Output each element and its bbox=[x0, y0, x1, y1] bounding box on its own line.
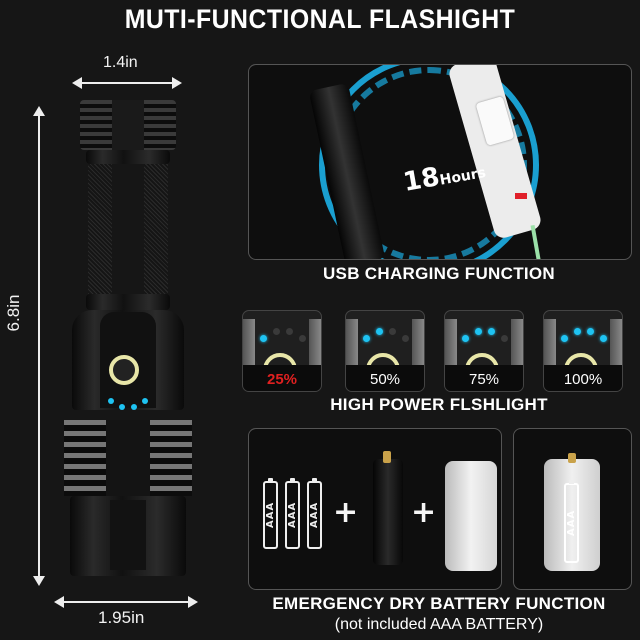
plus-icon: + bbox=[411, 495, 437, 530]
indicator-dot bbox=[131, 404, 137, 410]
indicator-dot bbox=[108, 398, 114, 404]
charging-cable bbox=[530, 224, 542, 259]
base-width-arrow bbox=[54, 596, 198, 608]
head-width-label: 1.4in bbox=[103, 54, 138, 71]
power-level-50: 50% bbox=[345, 310, 425, 392]
head-width-arrow bbox=[72, 77, 182, 89]
power-level-row: 25% 50% 75% 100% bbox=[242, 310, 632, 394]
aaa-battery-icon: AAA bbox=[564, 480, 579, 563]
usb-charging-panel: 18Hours bbox=[248, 64, 632, 260]
power-button bbox=[109, 355, 139, 385]
battery-note: (not included AAA BATTERY) bbox=[334, 616, 544, 633]
battery-label: EMERGENCY DRY BATTERY FUNCTION bbox=[272, 594, 606, 613]
aaa-battery-icon: AAA bbox=[307, 478, 322, 549]
flashlight-image bbox=[60, 100, 200, 590]
battery-parts-panel: AAA AAA AAA + + bbox=[248, 428, 502, 590]
indicator-dot bbox=[142, 398, 148, 404]
plus-icon: + bbox=[333, 495, 359, 530]
power-switch bbox=[515, 193, 527, 199]
length-label: 6.8in bbox=[4, 294, 23, 332]
page-title: MUTI-FUNCTIONAL FLASHIGHT bbox=[124, 4, 516, 34]
power-level-100: 100% bbox=[543, 310, 623, 392]
indicator-dot bbox=[119, 404, 125, 410]
aaa-battery-icon: AAA bbox=[285, 478, 300, 549]
battery-holder bbox=[373, 459, 403, 565]
clock-dial bbox=[319, 65, 539, 259]
assembled-battery-panel: AAA bbox=[513, 428, 632, 590]
power-levels-label: HIGH POWER FLSHLIGHT bbox=[330, 395, 548, 414]
battery-tube bbox=[445, 461, 497, 571]
aaa-battery-icon: AAA bbox=[263, 478, 278, 549]
power-level-25: 25% bbox=[242, 310, 322, 392]
power-level-75: 75% bbox=[444, 310, 524, 392]
usb-charging-label: USB CHARGING FUNCTION bbox=[322, 264, 555, 283]
assembled-battery bbox=[544, 459, 600, 571]
length-arrow bbox=[33, 106, 45, 586]
base-width-label: 1.95in bbox=[98, 608, 145, 627]
